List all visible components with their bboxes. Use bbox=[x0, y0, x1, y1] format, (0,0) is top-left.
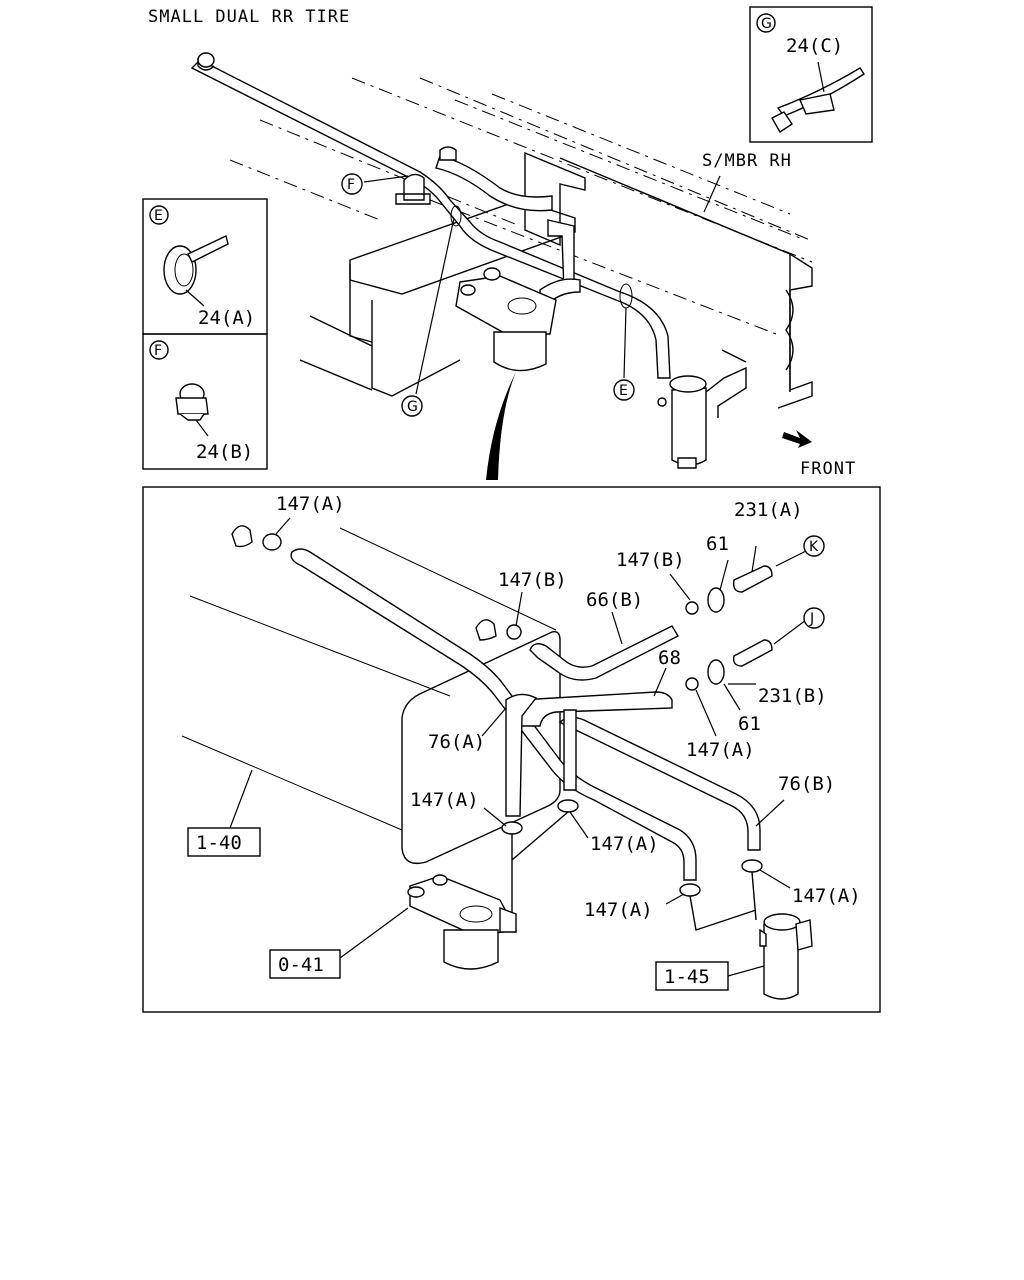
svg-text:E: E bbox=[154, 208, 163, 224]
label-231a: 231(A) bbox=[734, 499, 803, 521]
detail-box bbox=[142, 486, 881, 1013]
label-76b: 76(B) bbox=[778, 773, 835, 795]
inset-e: E 24(A) bbox=[142, 198, 268, 335]
top-assembly-illustration bbox=[190, 52, 813, 480]
callout-g: G bbox=[401, 395, 423, 417]
svg-text:E: E bbox=[619, 383, 628, 399]
detail-illustration bbox=[181, 517, 813, 1000]
front-label: FRONT bbox=[800, 459, 856, 479]
inset-f: F 24(B) bbox=[142, 333, 268, 470]
svg-text:K: K bbox=[809, 539, 819, 555]
ref-1-40[interactable]: 1-40 bbox=[187, 827, 261, 857]
svg-text:1-45: 1-45 bbox=[664, 966, 710, 988]
page-title: SMALL DUAL RR TIRE bbox=[148, 7, 350, 27]
label-66b: 66(B) bbox=[586, 589, 643, 611]
svg-text:F: F bbox=[154, 343, 162, 359]
svg-text:J: J bbox=[809, 611, 814, 627]
label-68: 68 bbox=[658, 647, 681, 669]
ref-1-45[interactable]: 1-45 bbox=[655, 961, 729, 991]
detail-pointer-arrow-icon bbox=[486, 372, 516, 480]
svg-text:G: G bbox=[407, 399, 418, 415]
callout-f: F bbox=[341, 173, 363, 195]
svg-text:1-40: 1-40 bbox=[196, 832, 242, 854]
callout-e: E bbox=[613, 379, 635, 401]
label-147b-mid: 147(B) bbox=[498, 569, 567, 591]
label-231b: 231(B) bbox=[758, 685, 827, 707]
member-label: S/MBR RH bbox=[702, 151, 792, 171]
label-147a-top: 147(A) bbox=[276, 493, 345, 515]
label-147a-bottom-right: 147(A) bbox=[792, 885, 861, 907]
svg-text:0-41: 0-41 bbox=[278, 954, 324, 976]
callout-j: J bbox=[803, 607, 825, 629]
inset-g: G 24(C) bbox=[749, 6, 873, 143]
svg-text:24(A): 24(A) bbox=[198, 307, 255, 329]
ref-0-41[interactable]: 0-41 bbox=[269, 949, 341, 979]
svg-text:F: F bbox=[347, 177, 355, 193]
label-76a: 76(A) bbox=[428, 731, 485, 753]
front-arrow-icon bbox=[782, 430, 812, 448]
detail-labels: 147(A) 147(B) 147(B) 61 231(A) K J 66(B)… bbox=[276, 493, 861, 921]
label-147a-right: 147(A) bbox=[686, 739, 755, 761]
label-147a-bottom: 147(A) bbox=[584, 899, 653, 921]
label-61-bottom: 61 bbox=[738, 713, 761, 735]
svg-text:G: G bbox=[761, 16, 772, 32]
label-147a-center: 147(A) bbox=[590, 833, 659, 855]
svg-text:24(C): 24(C) bbox=[786, 35, 843, 57]
callout-k: K bbox=[803, 535, 825, 557]
label-147b-right: 147(B) bbox=[616, 549, 685, 571]
label-61-top: 61 bbox=[706, 533, 729, 555]
svg-text:24(B): 24(B) bbox=[196, 441, 253, 463]
label-147a-left: 147(A) bbox=[410, 789, 479, 811]
